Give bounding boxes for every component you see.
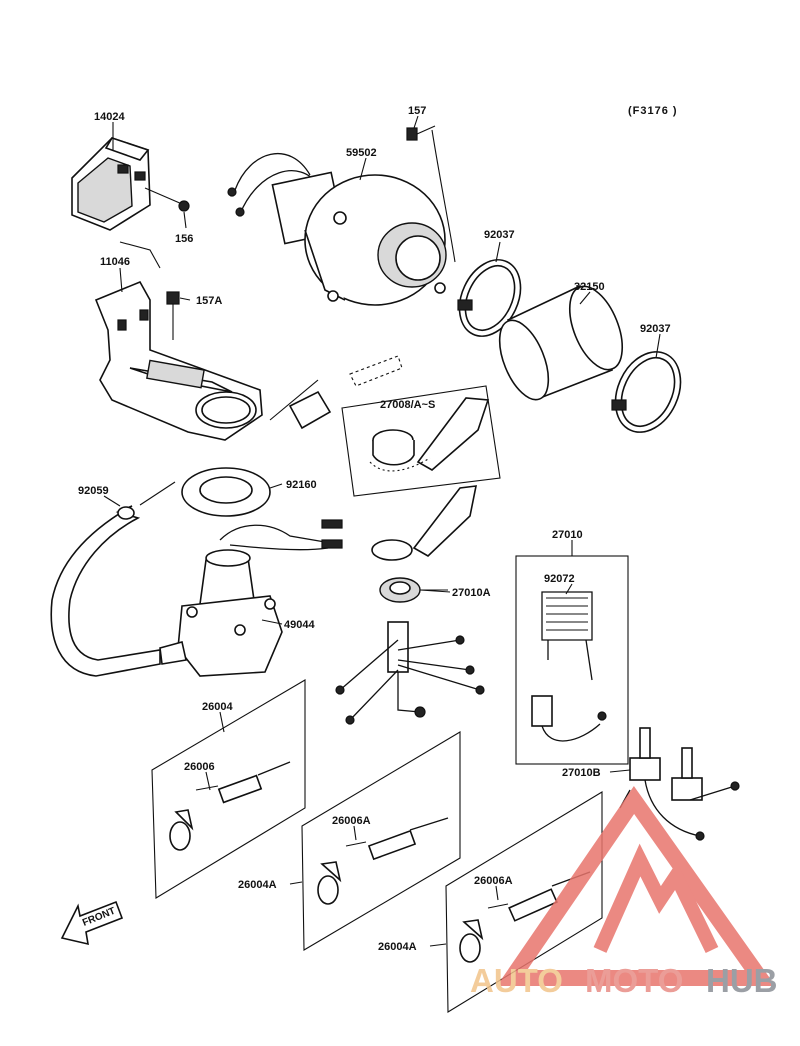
label-26006: 26006 xyxy=(184,761,215,773)
part-32150-duct xyxy=(498,284,624,401)
part-92059-hose xyxy=(50,505,161,677)
label-32150: 32150 xyxy=(574,281,605,293)
part-156-bolt xyxy=(144,187,190,212)
part-26004A-plug-set-box-middle xyxy=(301,731,461,951)
label-27008: 27008/A~S xyxy=(380,399,435,411)
part-92037-clamp-top xyxy=(457,259,522,337)
label-26004A-bottom: 26004A xyxy=(378,941,417,953)
label-49044: 49044 xyxy=(284,619,315,631)
part-27010A-switch-harness xyxy=(335,485,485,725)
label-27010A: 27010A xyxy=(452,587,491,599)
part-26004-plug-set-box xyxy=(151,679,306,899)
label-11046: 11046 xyxy=(100,256,130,268)
part-27010-switch-assembly-box xyxy=(515,555,629,765)
part-92160-seal xyxy=(181,467,271,517)
front-direction-arrow: FRONT xyxy=(60,900,124,946)
part-27010B-switches xyxy=(619,727,740,841)
leader-lines xyxy=(103,115,661,947)
label-92072: 92072 xyxy=(544,573,575,585)
label-156: 156 xyxy=(175,233,193,245)
watermark-moto: MOTO xyxy=(585,962,683,999)
part-labels: 14024 156 157 59502 92037 32150 92037 11… xyxy=(78,105,671,953)
label-26004A-middle: 26004A xyxy=(238,879,277,891)
label-92160: 92160 xyxy=(286,479,317,491)
label-157A: 157A xyxy=(196,295,222,307)
part-11046-bracket xyxy=(94,280,263,441)
part-59502-blower xyxy=(227,129,456,306)
part-92037-clamp-right xyxy=(611,351,682,433)
part-14024-cover xyxy=(71,137,151,231)
label-92037-top: 92037 xyxy=(484,229,515,241)
watermark-logo: AUTO MOTO HUB xyxy=(470,786,778,999)
label-26004: 26004 xyxy=(202,701,233,713)
label-92037-right: 92037 xyxy=(640,323,671,335)
part-26004A-plug-set-box-bottom xyxy=(445,791,603,1013)
label-59502: 59502 xyxy=(346,147,377,159)
watermark-triangle xyxy=(496,786,776,986)
part-27008-lanyard xyxy=(341,385,501,497)
label-92059: 92059 xyxy=(78,485,109,497)
label-14024: 14024 xyxy=(94,111,125,123)
label-26006A-middle: 26006A xyxy=(332,815,371,827)
watermark-auto: AUTO xyxy=(470,962,563,999)
reference-code: (F3176 ) xyxy=(628,105,678,117)
label-27010: 27010 xyxy=(552,529,583,541)
part-hose-segment xyxy=(288,355,403,430)
part-157-screw xyxy=(406,125,436,141)
watermark-hub: HUB xyxy=(706,962,778,999)
part-49044-bilge-pump xyxy=(159,519,343,677)
label-26006A-bottom: 26006A xyxy=(474,875,513,887)
label-157: 157 xyxy=(408,105,426,117)
label-27010B: 27010B xyxy=(562,767,601,779)
part-157A-bolt xyxy=(166,291,180,340)
